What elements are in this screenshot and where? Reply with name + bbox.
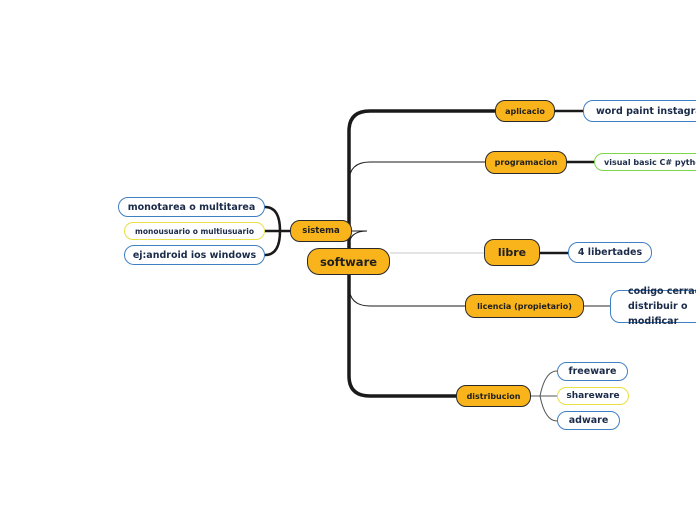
leaf-shareware[interactable]: shareware <box>557 387 629 405</box>
leaf-adware[interactable]: adware <box>557 411 620 430</box>
connector-trunk-spine <box>347 109 497 398</box>
connector-licencia <box>348 285 466 307</box>
central-node-software[interactable]: software <box>307 248 390 275</box>
topic-distribucion[interactable]: distribucion <box>456 385 531 407</box>
connector-distribucion-children <box>530 370 558 422</box>
leaf-monotarea[interactable]: monotarea o multitarea <box>118 197 265 217</box>
leaf-freeware[interactable]: freeware <box>557 362 628 381</box>
topic-licencia[interactable]: licencia (propietario) <box>465 294 584 318</box>
connector-sistema <box>348 230 368 247</box>
leaf-word-paint-instagram[interactable]: word paint instagram <box>583 100 696 122</box>
leaf-codigo-cerrado[interactable]: codigo cerrado distribuir o modificar <box>610 286 696 327</box>
connector-sistema-children <box>263 205 292 257</box>
topic-sistema[interactable]: sistema <box>290 220 352 242</box>
leaf-ej-android[interactable]: ej:android ios windows <box>124 245 265 265</box>
topic-programacion[interactable]: programacion <box>485 151 567 174</box>
leaf-monousuario[interactable]: monousuario o multiusuario <box>124 222 265 240</box>
topic-libre[interactable]: libre <box>484 239 540 266</box>
leaf-visual-basic[interactable]: visual basic C# python <box>594 153 696 171</box>
leaf-4-libertades[interactable]: 4 libertades <box>568 242 652 263</box>
connector-programacion <box>348 161 487 183</box>
topic-aplicacio[interactable]: aplicacio <box>495 100 555 122</box>
